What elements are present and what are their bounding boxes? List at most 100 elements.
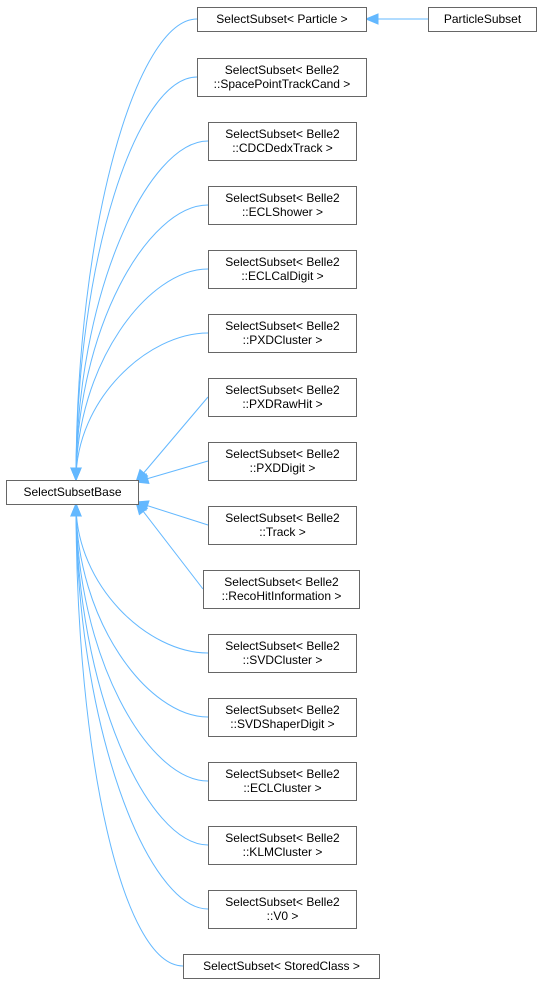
class-box — [208, 378, 357, 417]
class-label-line: SelectSubset< Particle > — [216, 12, 347, 26]
inheritance-edge-svdcluster — [70, 502, 209, 654]
class-label-line: ::ECLCluster > — [243, 781, 321, 795]
edge-line — [75, 503, 209, 654]
inheritance-edge-pxdrawhit — [135, 396, 209, 483]
class-label-line: ::SVDCluster > — [243, 653, 323, 667]
class-box — [208, 890, 357, 929]
class-node-svdcluster[interactable]: SelectSubset< Belle2::SVDCluster > — [208, 634, 357, 673]
inheritance-edge-eclcluster — [70, 502, 209, 782]
edge-line — [135, 501, 204, 590]
class-box — [208, 506, 357, 545]
class-label-line: SelectSubset< Belle2 — [225, 191, 340, 205]
class-node-particlesubset[interactable]: ParticleSubset — [428, 7, 537, 32]
class-node-eclcluster[interactable]: SelectSubset< Belle2::ECLCluster > — [208, 762, 357, 801]
class-node-pxddigit[interactable]: SelectSubset< Belle2::PXDDigit > — [208, 442, 357, 481]
class-box — [208, 442, 357, 481]
class-node-eclcaldigit[interactable]: SelectSubset< Belle2::ECLCalDigit > — [208, 250, 357, 289]
class-label-line: ParticleSubset — [444, 12, 522, 26]
edge-line — [75, 76, 198, 481]
inheritance-arrowhead — [134, 472, 150, 485]
class-label-line: ::KLMCluster > — [243, 845, 323, 859]
inheritance-edge-eclcaldigit — [70, 268, 209, 482]
inheritance-edge-particle — [70, 18, 198, 482]
inheritance-edges — [70, 13, 428, 967]
class-node-v0[interactable]: SelectSubset< Belle2::V0 > — [208, 890, 357, 929]
edge-line — [75, 140, 209, 481]
class-label-line: SelectSubset< StoredClass > — [203, 959, 360, 973]
class-label-line: ::PXDCluster > — [243, 333, 323, 347]
inheritance-edge-klmcluster — [70, 502, 209, 846]
edge-line — [75, 18, 198, 481]
class-box — [208, 250, 357, 289]
class-node-pxdcluster[interactable]: SelectSubset< Belle2::PXDCluster > — [208, 314, 357, 353]
class-box — [208, 314, 357, 353]
class-label-line: SelectSubset< Belle2 — [225, 831, 340, 845]
class-node-pxdrawhit[interactable]: SelectSubset< Belle2::PXDRawHit > — [208, 378, 357, 417]
class-node-eclshower[interactable]: SelectSubset< Belle2::ECLShower > — [208, 186, 357, 225]
inheritance-edge-storedclass — [70, 502, 184, 967]
inheritance-edge-recohitinformation — [135, 500, 204, 590]
inheritance-edge-pxddigit — [134, 460, 209, 485]
edge-line — [75, 503, 209, 718]
class-box — [6, 480, 139, 505]
edge-line — [135, 396, 209, 483]
class-label-line: SelectSubset< Belle2 — [225, 703, 340, 717]
class-label-line: SelectSubset< Belle2 — [225, 639, 340, 653]
class-node-recohitinformation[interactable]: SelectSubset< Belle2::RecoHitInformation… — [203, 570, 360, 609]
inheritance-arrowhead — [364, 13, 379, 25]
class-label-line: SelectSubset< Belle2 — [225, 383, 340, 397]
class-box — [197, 58, 367, 97]
edge-line — [75, 503, 209, 846]
class-label-line: SelectSubset< Belle2 — [225, 319, 340, 333]
class-box — [197, 7, 367, 32]
inheritance-edge-cdcdedxtrack — [70, 140, 209, 482]
class-box — [428, 7, 537, 32]
class-label-line: SelectSubset< Belle2 — [225, 511, 340, 525]
inheritance-arrowhead — [70, 467, 82, 482]
class-label-line: ::SVDShaperDigit > — [230, 717, 334, 731]
class-label-line: SelectSubsetBase — [23, 485, 121, 499]
inheritance-edge-track — [134, 500, 209, 526]
inheritance-edge-pxdcluster — [70, 332, 209, 482]
class-node-cdcdedxtrack[interactable]: SelectSubset< Belle2::CDCDedxTrack > — [208, 122, 357, 161]
edge-line — [75, 268, 209, 481]
edge-line — [135, 501, 209, 526]
class-label-line: ::Track > — [259, 525, 306, 539]
class-label-line: SelectSubset< Belle2 — [225, 447, 340, 461]
class-label-line: ::ECLShower > — [242, 205, 323, 219]
inheritance-edge-svdshaperdigit — [70, 502, 209, 718]
class-label-line: ::CDCDedxTrack > — [232, 141, 333, 155]
class-label-line: SelectSubset< Belle2 — [224, 575, 339, 589]
class-label-line: ::V0 > — [267, 909, 299, 923]
inheritance-arrowhead — [70, 502, 82, 517]
class-label-line: ::ECLCalDigit > — [241, 269, 323, 283]
class-label-line: ::PXDDigit > — [250, 461, 316, 475]
edge-line — [75, 204, 209, 481]
class-node-svdshaperdigit[interactable]: SelectSubset< Belle2::SVDShaperDigit > — [208, 698, 357, 737]
inheritance-edge-v0 — [70, 502, 209, 910]
class-label-line: ::SpacePointTrackCand > — [214, 77, 351, 91]
class-label-line: SelectSubset< Belle2 — [225, 63, 340, 77]
class-node-track[interactable]: SelectSubset< Belle2::Track > — [208, 506, 357, 545]
class-label-line: ::RecoHitInformation > — [222, 589, 342, 603]
class-box — [208, 122, 357, 161]
class-label-line: SelectSubset< Belle2 — [225, 255, 340, 269]
class-node-storedclass[interactable]: SelectSubset< StoredClass > — [183, 954, 380, 979]
class-node-klmcluster[interactable]: SelectSubset< Belle2::KLMCluster > — [208, 826, 357, 865]
class-box — [208, 634, 357, 673]
class-node-spacepointtrackcand[interactable]: SelectSubset< Belle2::SpacePointTrackCan… — [197, 58, 367, 97]
inheritance-edge-particlesubset — [364, 13, 428, 25]
inheritance-edge-eclshower — [70, 204, 209, 482]
inheritance-arrowhead — [135, 500, 149, 516]
class-box — [208, 826, 357, 865]
class-label-line: SelectSubset< Belle2 — [225, 127, 340, 141]
class-nodes: SelectSubsetBaseParticleSubsetSelectSubs… — [6, 7, 537, 979]
class-node-selectsubsetbase[interactable]: SelectSubsetBase — [6, 480, 139, 505]
class-node-particle[interactable]: SelectSubset< Particle > — [197, 7, 367, 32]
class-box — [183, 954, 380, 979]
edge-line — [75, 503, 184, 967]
class-label-line: SelectSubset< Belle2 — [225, 767, 340, 781]
edge-line — [75, 332, 209, 481]
edge-line — [75, 503, 209, 782]
